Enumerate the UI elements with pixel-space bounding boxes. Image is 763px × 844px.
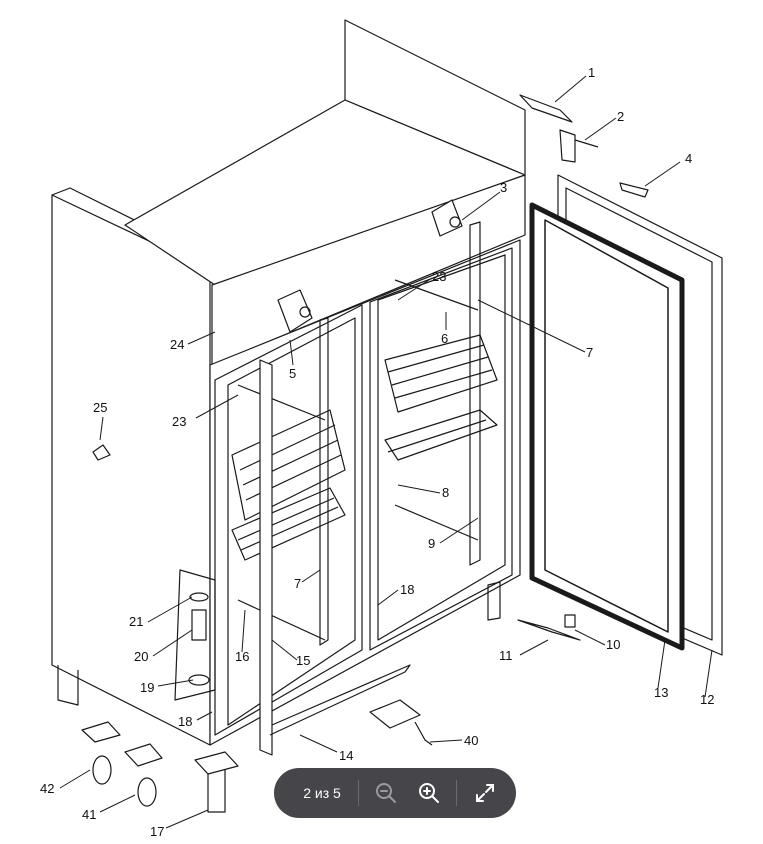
callout-14: 14	[339, 748, 353, 763]
callout-4: 4	[685, 151, 692, 166]
callout-3: 3	[500, 180, 507, 195]
callout-9: 9	[428, 536, 435, 551]
callout-6: 6	[441, 331, 448, 346]
caster-42	[81, 721, 121, 785]
callout-11: 11	[499, 648, 513, 663]
callout-labels: 1 2 3 4 5 6 7 7 8 9 10 11 12 13 14 15 16…	[40, 65, 714, 839]
zoom-in-icon	[419, 783, 440, 803]
callout-1: 1	[588, 65, 595, 80]
callout-21: 21	[129, 614, 143, 629]
callout-40: 40	[464, 733, 478, 748]
viewer-toolbar: 2 из 5	[274, 768, 516, 818]
callout-7-right: 7	[586, 345, 593, 360]
callout-16: 16	[235, 649, 249, 664]
zoom-out-icon	[376, 783, 397, 803]
shelf-rails	[237, 221, 481, 646]
toolbar-divider	[456, 780, 458, 806]
callout-15: 15	[296, 653, 310, 668]
hinge-top-left	[277, 289, 313, 333]
callout-41: 41	[82, 807, 96, 822]
callout-10: 10	[606, 637, 620, 652]
hinge-top-right	[431, 199, 463, 237]
caster-41	[124, 743, 163, 807]
expand-icon	[475, 784, 494, 802]
rear-leg	[487, 581, 501, 621]
callout-23-top: 23	[432, 269, 446, 284]
leader-lines	[59, 75, 713, 829]
shelf-right-upper	[384, 334, 498, 413]
probe-box	[369, 699, 433, 746]
callout-42: 42	[40, 781, 54, 796]
fullscreen-button[interactable]	[463, 771, 506, 815]
zoom-out-button[interactable]	[365, 771, 408, 815]
leg-front	[194, 751, 239, 813]
open-door-left	[259, 359, 411, 756]
callout-25: 25	[93, 400, 107, 415]
callout-18-right: 18	[400, 582, 414, 597]
page-indicator: 2 из 5	[303, 785, 341, 801]
callout-18-left: 18	[178, 714, 192, 729]
callout-23-left: 23	[172, 414, 186, 429]
hinge-bracket-bottom	[517, 614, 581, 641]
callout-24: 24	[170, 337, 184, 352]
callout-19: 19	[140, 680, 154, 695]
callout-13: 13	[654, 685, 668, 700]
callout-2: 2	[617, 109, 624, 124]
hinge-bracket-top	[519, 94, 649, 198]
side-knob	[92, 444, 111, 461]
callout-8: 8	[442, 485, 449, 500]
callout-17: 17	[150, 824, 164, 839]
zoom-in-button[interactable]	[408, 771, 451, 815]
toolbar-divider	[358, 780, 360, 806]
callout-12: 12	[700, 692, 714, 707]
callout-7-left: 7	[294, 576, 301, 591]
door-gasket	[529, 202, 685, 651]
callout-20: 20	[134, 649, 148, 664]
callout-5: 5	[289, 366, 296, 381]
